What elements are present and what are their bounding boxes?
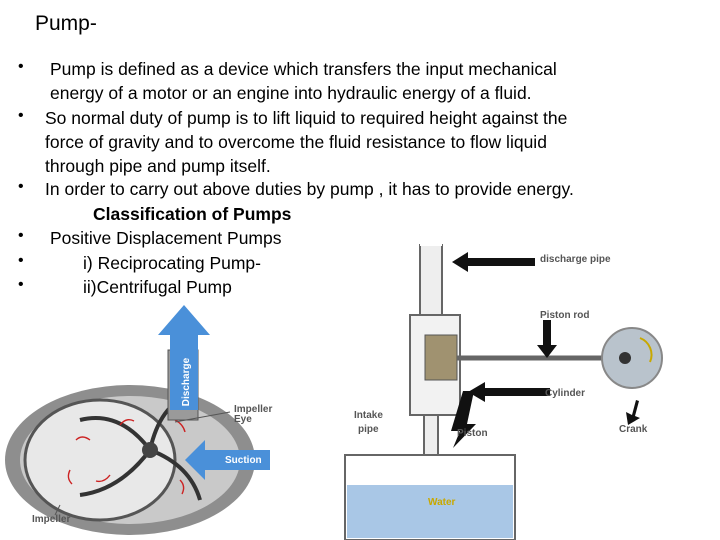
classification-item-centrifugal: ii)Centrifugal Pump — [83, 277, 232, 297]
pipe-top — [420, 240, 442, 246]
impeller-label: Impeller — [32, 514, 70, 525]
discharge-pipe-label: discharge pipe — [540, 254, 611, 265]
bullet-dot: • — [18, 227, 24, 244]
impeller-eye-label-2: Eye — [234, 414, 252, 425]
page-title: Pump- — [35, 12, 97, 35]
bullet-3-line-1: In order to carry out above duties by pu… — [45, 179, 574, 199]
bullet-dot: • — [18, 252, 24, 269]
classification-heading: Classification of Pumps — [93, 204, 292, 224]
bullet-dot: • — [18, 178, 24, 195]
intake-pipe-label-2: pipe — [358, 424, 379, 435]
bullet-2-line-3: through pipe and pump itself. — [45, 156, 271, 176]
discharge-label: Discharge — [181, 357, 192, 406]
centrifugal-pump-illustration: Discharge Suction Impeller Eye Impeller — [5, 305, 272, 535]
water-label: Water — [428, 497, 456, 508]
crank-disc — [601, 327, 663, 389]
cylinder-label: Cylinder — [545, 388, 585, 399]
label-arrows — [451, 252, 640, 448]
discharge-arrow — [158, 305, 210, 410]
intake-pipe-label-1: Intake — [354, 410, 383, 421]
classification-item-reciprocating: i) Reciprocating Pump- — [83, 253, 261, 273]
bullet-dot: • — [18, 107, 24, 124]
bullet-2-line-2: force of gravity and to overcome the flu… — [45, 132, 547, 152]
crank-pin — [619, 352, 631, 364]
bullet-1-line-1: Pump is defined as a device which transf… — [50, 59, 557, 79]
bullet-2-line-1: So normal duty of pump is to lift liquid… — [45, 108, 568, 128]
piston-label: Piston — [457, 428, 488, 439]
impeller-eye-pointer — [174, 411, 231, 423]
bullet-dot: • — [18, 276, 24, 293]
water — [347, 485, 513, 538]
impeller-pointer — [54, 504, 61, 516]
impeller-eye-label-1: Impeller — [234, 404, 272, 415]
crank-rotation-icon — [639, 337, 653, 363]
flow-marks — [67, 418, 186, 495]
reciprocating-pump-illustration: Water discharge pipe Piston rod Cylinder… — [344, 240, 663, 540]
bullet-dot: • — [18, 58, 24, 75]
piston-rod-label: Piston rod — [540, 310, 589, 321]
impeller-hub — [142, 442, 158, 458]
suction-label: Suction — [225, 455, 262, 466]
bullet-1-line-2: energy of a motor or an engine into hydr… — [50, 83, 532, 103]
suction-arrow — [185, 440, 270, 480]
classification-item-positive: Positive Displacement Pumps — [50, 228, 282, 248]
volute — [23, 398, 177, 522]
piston — [424, 334, 458, 381]
crank-label: Crank — [619, 424, 648, 435]
